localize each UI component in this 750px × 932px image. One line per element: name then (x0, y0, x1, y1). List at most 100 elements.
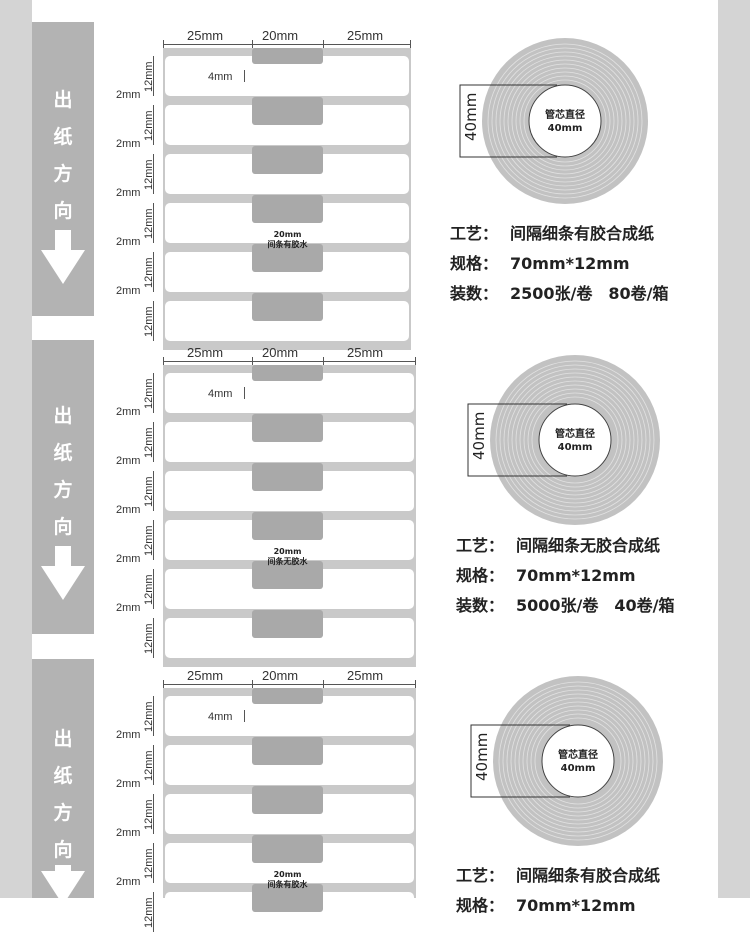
spec-key: 装数： (450, 284, 499, 303)
dim-tick (323, 680, 324, 688)
dim-tab-height: 4mm (208, 388, 233, 400)
dim-gap: 2mm (116, 876, 141, 888)
spec-row: 工艺：间隔细条有胶合成纸 (450, 220, 654, 244)
roll-ring (499, 364, 651, 516)
dim-tick (410, 40, 411, 48)
roll-ring (507, 63, 623, 179)
spec-key: 装数： (456, 596, 505, 615)
spec-row: 工艺：间隔细条有胶合成纸 (456, 862, 660, 886)
dim-tick (244, 387, 245, 399)
tab-badge-line1: 20mm (273, 870, 302, 879)
dim-width-mid: 20mm (262, 668, 299, 683)
label-tab (252, 463, 323, 491)
roll-ring (519, 75, 611, 167)
dim-width-right: 25mm (347, 28, 384, 43)
dim-tick (323, 357, 324, 365)
label-tab (252, 48, 323, 64)
left-edge-strip (0, 0, 32, 898)
dim-gap: 2mm (116, 602, 141, 614)
dim-tick (153, 471, 154, 511)
label-tab (252, 244, 323, 272)
dim-tick (153, 105, 154, 145)
label-roll (470, 676, 663, 846)
label-tab (252, 610, 323, 638)
dim-gap: 2mm (116, 553, 141, 565)
dim-tick (163, 680, 164, 688)
dim-gap: 2mm (116, 236, 141, 248)
dim-tick (153, 203, 154, 243)
spec-value: 间隔细条有胶合成纸 (516, 866, 661, 885)
roll-ring (527, 392, 623, 488)
dim-width-left: 25mm (187, 668, 224, 683)
dim-gap: 2mm (116, 729, 141, 741)
dim-roll-diameter: 40mm (473, 732, 491, 781)
spec-row: 规格：70mm*12mm (450, 250, 630, 274)
arrow-down-icon (41, 566, 85, 600)
roll-ring (495, 51, 635, 191)
dim-tick (153, 301, 154, 341)
dim-width-left: 25mm (187, 345, 224, 360)
dim-tab-height: 4mm (208, 71, 233, 83)
paper-direction-bar: 出 纸 方 向 (32, 659, 94, 905)
spec-row: 装数：5000张/卷 40卷/箱 (456, 592, 675, 616)
spec-row: 工艺：间隔细条无胶合成纸 (456, 532, 660, 556)
core-label-line2: 40mm (547, 123, 583, 134)
spec-section-3: 出 纸 方 向 (32, 650, 718, 905)
spec-value: 70mm*12mm (516, 566, 636, 585)
dim-tick (153, 569, 154, 609)
tab-badge-line2: 间条有胶水 (267, 240, 308, 249)
spec-section-2: 出 纸 方 向 (32, 330, 718, 650)
spec-section-1: 出 纸 方 向 (32, 0, 718, 330)
dim-gap: 2mm (116, 406, 141, 418)
roll-ring (511, 67, 619, 175)
dim-gap: 2mm (116, 285, 141, 297)
label-tab (252, 146, 323, 174)
roll-ring (511, 376, 639, 504)
dim-tick (153, 422, 154, 462)
roll-ring (514, 697, 642, 825)
roll-ring (487, 43, 643, 199)
dim-tick (163, 40, 164, 48)
roll-ring (531, 396, 619, 484)
label-tab (252, 688, 323, 704)
core-label-line1: 管芯直径 (555, 429, 595, 440)
dim-tick (153, 892, 154, 932)
dim-tick (153, 154, 154, 194)
label-tab (252, 365, 323, 381)
dim-line-top (163, 44, 411, 45)
label-tab (252, 786, 323, 814)
arrow-down-icon (41, 871, 85, 905)
dim-tick (252, 357, 253, 365)
arrow-shaft (55, 546, 71, 568)
dim-tick (323, 40, 324, 48)
arrow-down-icon (41, 250, 85, 284)
dim-tick (153, 252, 154, 292)
core-label-line2: 40mm (557, 442, 593, 453)
roll-ring (530, 713, 626, 809)
direction-text: 出 纸 方 向 (53, 405, 73, 538)
core-label-line2: 40mm (560, 763, 596, 774)
dim-gap: 2mm (116, 778, 141, 790)
label-tab (252, 835, 323, 863)
dim-tab-height: 4mm (208, 711, 233, 723)
roll-core (528, 84, 602, 158)
roll-ring (523, 79, 607, 163)
core-label-line1: 管芯直径 (545, 110, 585, 121)
dim-tick (252, 680, 253, 688)
label-tab (252, 512, 323, 540)
dim-gap: 2mm (116, 455, 141, 467)
roll-ring (507, 372, 643, 508)
roll-core (541, 724, 615, 798)
spec-value: 70mm*12mm (510, 254, 630, 273)
roll-ring (523, 388, 627, 492)
dim-width-left: 25mm (187, 28, 224, 43)
roll-ring (506, 689, 650, 833)
roll-diameter-bracket (470, 724, 570, 798)
paper-direction-bar: 出 纸 方 向 (32, 340, 94, 634)
roll-ring (510, 693, 646, 829)
dim-tick (153, 56, 154, 96)
dim-tick (153, 520, 154, 560)
dim-width-right: 25mm (347, 668, 384, 683)
dim-width-mid: 20mm (262, 28, 299, 43)
spec-row: 装数：2500张/卷 80卷/箱 (450, 280, 669, 304)
